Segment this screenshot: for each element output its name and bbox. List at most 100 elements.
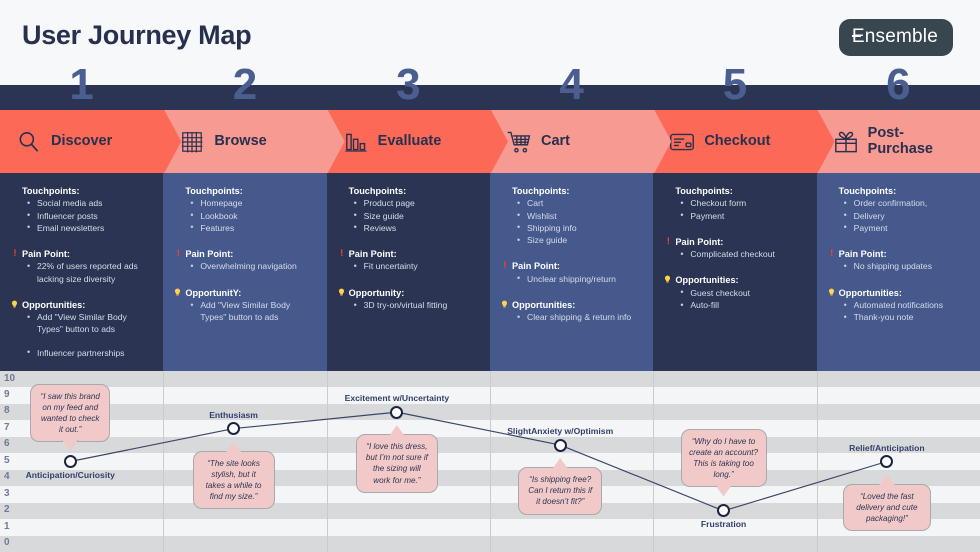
y-axis-tick: 0 xyxy=(4,537,10,549)
list-item: Wishlist xyxy=(516,209,643,222)
pain-point-heading: !Pain Point: xyxy=(340,248,480,260)
stage-arrow-row: Discover Browse Evalluate Cart Checkout Post-… xyxy=(0,110,980,173)
lightbulb-icon xyxy=(826,287,837,298)
y-axis-tick: 7 xyxy=(4,421,10,433)
list-item: Thank-you note xyxy=(843,311,970,324)
bar-chart-icon xyxy=(343,129,369,155)
spacer xyxy=(675,222,806,236)
list-item: Clear shipping & return info xyxy=(516,311,643,324)
list-item: Automated notifications xyxy=(843,299,970,312)
list-item: No shipping updates xyxy=(843,260,970,273)
touchpoints-list: Order confirmation,DeliveryPayment xyxy=(843,197,970,234)
shopping-cart-icon xyxy=(506,129,532,155)
gift-icon xyxy=(833,129,859,155)
touchpoints-heading: Touchpoints: xyxy=(185,186,243,196)
quote-bubble: “I love this dress, but I’m not sure if … xyxy=(355,425,438,493)
stage-column-6: Touchpoints:Order confirmation,DeliveryP… xyxy=(816,173,980,371)
spacer xyxy=(349,273,480,287)
list-item: Unclear shipping/return xyxy=(516,272,643,285)
stage-arrow-cart[interactable]: Cart xyxy=(490,110,671,173)
opportunity-heading: Opportunities: xyxy=(11,299,153,311)
emotion-label: Anticipation/Curiosity xyxy=(25,469,115,480)
column-separator xyxy=(163,371,165,552)
list-item: Email newsletters xyxy=(26,221,153,234)
column-separator xyxy=(653,371,655,552)
y-axis-tick: 2 xyxy=(4,504,10,516)
grid-icon xyxy=(179,129,205,155)
data-point[interactable] xyxy=(390,405,404,419)
opportunity-list: Add "View Similar Body Types" button to … xyxy=(189,299,316,323)
stage-number-4: 4 xyxy=(559,60,584,109)
bubble-tail xyxy=(388,425,405,437)
title-bar: User Journey Map Ensemble xyxy=(0,0,980,85)
lightbulb-icon xyxy=(499,299,510,310)
list-item: Size guide xyxy=(516,234,643,247)
list-item: Overwhelming navigation xyxy=(189,260,316,273)
opportunity-heading: Opportunities: xyxy=(828,287,970,299)
opportunity-list: Automated notificationsThank-you note xyxy=(843,299,970,324)
exclamation-icon: ! xyxy=(503,260,507,272)
list-item: Homepage xyxy=(189,197,316,210)
stage-column-1: Touchpoints:Social media adsInfluencer p… xyxy=(0,173,164,371)
stage-column-4: Touchpoints:CartWishlistShipping infoSiz… xyxy=(490,173,654,371)
list-item: Add "View Similar Body Types" button to … xyxy=(26,311,153,335)
opportunity-list: Add "View Similar Body Types" button to … xyxy=(26,311,153,359)
spacer xyxy=(22,234,153,248)
quote-bubble: “Loved the fast delivery and cute packag… xyxy=(842,474,931,531)
list-item: Product page xyxy=(353,197,480,210)
exclamation-icon: ! xyxy=(176,248,180,260)
stage-label: Cart xyxy=(541,132,571,149)
stage-label: Checkout xyxy=(704,132,771,149)
touchpoints-list: HomepageLookbookFeatures xyxy=(189,197,316,234)
list-item: Add "View Similar Body Types" button to … xyxy=(189,299,316,323)
list-item: Payment xyxy=(679,209,806,222)
y-axis-tick: 5 xyxy=(4,454,10,466)
spacer xyxy=(185,273,316,287)
credit-card-icon xyxy=(669,129,695,155)
stage-arrow-postpurchase[interactable]: Post-Purchase xyxy=(817,110,980,173)
stage-arrow-evalluate[interactable]: Evalluate xyxy=(327,110,508,173)
spacer xyxy=(349,234,480,248)
y-axis-tick: 8 xyxy=(4,405,10,417)
y-axis-tick: 10 xyxy=(4,372,16,384)
quote-bubble: “I saw this brand on my feed and wanted … xyxy=(30,383,111,452)
data-point[interactable] xyxy=(63,455,77,468)
opportunity-heading: OpportunitY: xyxy=(175,287,316,299)
stage-arrow-browse[interactable]: Browse xyxy=(163,110,344,173)
touchpoints-heading: Touchpoints: xyxy=(675,186,733,196)
stage-arrow-checkout[interactable]: Checkout xyxy=(653,110,834,173)
list-item: Lookbook xyxy=(189,209,316,222)
lightbulb-icon xyxy=(662,274,673,285)
stage-column-3: Touchpoints:Product pageSize guideReview… xyxy=(326,173,490,371)
stage-label: Post-Purchase xyxy=(867,124,933,157)
pain-point-heading: !Pain Point: xyxy=(13,248,153,260)
y-axis-tick: 1 xyxy=(4,520,10,532)
opportunity-heading: Opportunities: xyxy=(501,299,643,311)
touchpoints-heading: Touchpoints: xyxy=(838,186,897,196)
lightbulb-icon xyxy=(172,287,183,298)
data-point[interactable] xyxy=(880,455,894,468)
pain-point-list: No shipping updates xyxy=(843,260,970,273)
spacer xyxy=(22,285,153,299)
data-point[interactable] xyxy=(553,438,567,452)
opportunity-heading: Opportunities: xyxy=(665,274,806,286)
quote-bubble: “Is shipping free? Can I return this if … xyxy=(518,458,603,515)
y-axis-tick: 9 xyxy=(4,388,10,400)
data-point[interactable] xyxy=(717,504,731,518)
stage-label: Evalluate xyxy=(377,132,442,149)
quote-bubble: “Why do I have to create an account? Thi… xyxy=(680,428,767,497)
list-item: Features xyxy=(189,221,316,234)
data-point[interactable] xyxy=(227,422,241,436)
stage-number-2: 2 xyxy=(232,60,258,109)
stage-arrow-discover[interactable]: Discover xyxy=(0,110,181,173)
touchpoints-list: Product pageSize guideReviews xyxy=(353,197,480,234)
stage-number-1: 1 xyxy=(69,60,94,109)
list-item: Influencer partnerships xyxy=(26,346,153,359)
pain-point-heading: !Pain Point: xyxy=(667,236,806,248)
page-title: User Journey Map xyxy=(22,20,252,50)
bubble-tail xyxy=(878,474,895,486)
stage-label: Discover xyxy=(51,132,113,149)
stage-label: Browse xyxy=(214,132,267,149)
lightbulb-icon xyxy=(9,299,20,310)
